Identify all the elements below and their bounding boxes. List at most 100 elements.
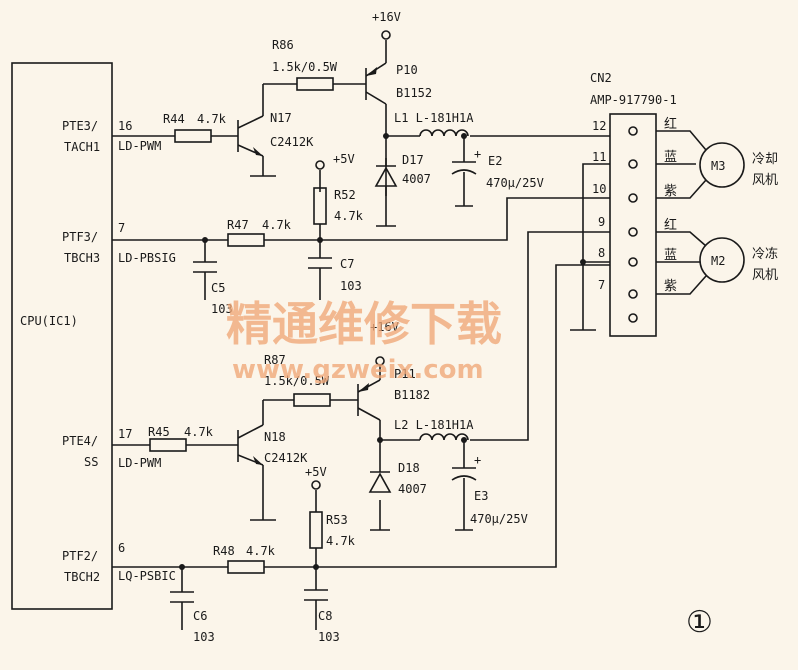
pin-signal-1: LD-PWM	[118, 139, 161, 153]
r45-resistor	[149, 438, 187, 452]
c5-capacitor	[193, 261, 217, 273]
r47-ref: R47	[227, 218, 249, 232]
pin-number-6: 6	[118, 541, 125, 555]
r87-value: 1.5k/0.5W	[264, 374, 330, 388]
c7-value: 103	[340, 279, 362, 293]
r86-value: 1.5k/0.5W	[272, 60, 338, 74]
v16-label-1: +16V	[372, 10, 401, 24]
e3-plus: +	[474, 453, 481, 467]
m2-name-2: 风机	[752, 268, 778, 283]
motor-leads	[656, 130, 707, 295]
c8-ref: C8	[318, 609, 332, 623]
cn2-pin-9: 9	[598, 215, 605, 229]
wire-color-11: 蓝	[664, 150, 677, 165]
l2-label: L2 L-181H1A	[394, 418, 474, 432]
wire-color-8: 蓝	[664, 248, 677, 263]
pin-signal-4: LQ-PSBIC	[118, 569, 176, 583]
m2-name-1: 冷冻	[752, 246, 778, 262]
c8-capacitor	[304, 589, 328, 601]
e2-ref: E2	[488, 154, 502, 168]
c5-ref: C5	[211, 281, 225, 295]
n18-part: C2412K	[264, 451, 308, 465]
m2-ref: M2	[711, 254, 725, 268]
r47-value: 4.7k	[262, 218, 292, 232]
lower-driver-wiring	[112, 231, 610, 531]
pin-port-tbch3: TBCH3	[64, 251, 100, 265]
pin-port-ptf3: PTF3/	[62, 230, 98, 244]
common-bus-wiring	[570, 163, 610, 331]
l1-inductor	[419, 129, 469, 137]
d18-diode	[368, 462, 392, 493]
cn2-pin-7: 7	[598, 278, 605, 292]
m3-name-1: 冷却	[752, 152, 778, 167]
d17-part: 4007	[402, 172, 431, 186]
d17-ref: D17	[402, 153, 424, 167]
v16-terminal-2	[375, 356, 385, 366]
r48-value: 4.7k	[246, 544, 276, 558]
r48-ref: R48	[213, 544, 235, 558]
m3-ref: M3	[711, 159, 725, 173]
p11-transistor	[357, 379, 381, 421]
r48-resistor	[227, 560, 265, 574]
pin-port-tbch2: TBCH2	[64, 570, 100, 584]
pin-signal-3: LD-PWM	[118, 456, 161, 470]
cn2-pin-8: 8	[598, 246, 605, 260]
watermark-title: 精通维修下载	[226, 297, 502, 351]
n17-ref: N17	[270, 111, 292, 125]
cpu-block	[11, 62, 113, 610]
d18-part: 4007	[398, 482, 427, 496]
cn2-ref: CN2	[590, 71, 612, 85]
pin-number-7: 7	[118, 221, 125, 235]
pin-number-16: 16	[118, 119, 132, 133]
r45-value: 4.7k	[184, 425, 214, 439]
wire-color-7: 紫	[664, 279, 677, 294]
r47-resistor	[227, 233, 265, 247]
n18-transistor	[237, 424, 264, 466]
e2-capacitor	[451, 161, 477, 175]
n17-transistor	[237, 115, 264, 157]
pin-port-pte4: PTE4/	[62, 434, 98, 448]
cn2-pin-holes	[628, 126, 638, 323]
r86-resistor	[296, 77, 334, 91]
e3-ref: E3	[474, 489, 488, 503]
c6-capacitor	[170, 591, 194, 603]
e2-value: 470μ/25V	[486, 176, 544, 190]
n18-ref: N18	[264, 430, 286, 444]
pin-signal-2: LD-PBSIG	[118, 251, 176, 265]
d18-ref: D18	[398, 461, 420, 475]
wire-color-9: 红	[664, 217, 677, 233]
v16-terminal-1	[381, 30, 391, 40]
v5-terminal-2	[311, 480, 321, 490]
wire-color-10: 紫	[664, 184, 677, 199]
v5-label-2: +5V	[305, 465, 327, 479]
cn2-pin-10: 10	[592, 182, 606, 196]
r45-ref: R45	[148, 425, 170, 439]
ptf3-wiring	[112, 170, 610, 300]
l2-inductor	[419, 433, 469, 441]
cn2-body	[609, 113, 657, 337]
v5-label-1: +5V	[333, 152, 355, 166]
p11-part: B1182	[394, 388, 430, 402]
c6-ref: C6	[193, 609, 207, 623]
n17-part: C2412K	[270, 135, 314, 149]
r87-ref: R87	[264, 353, 286, 367]
pin-port-ss: SS	[84, 455, 98, 469]
c5-value: 103	[211, 302, 233, 316]
p10-ref: P10	[396, 63, 418, 77]
r44-resistor	[174, 129, 212, 143]
r53-value: 4.7k	[326, 534, 356, 548]
p10-part: B1152	[396, 86, 432, 100]
pin-port-tach1: TACH1	[64, 140, 100, 154]
r86-ref: R86	[272, 38, 294, 52]
v5-terminal-1	[315, 160, 325, 170]
cn2-pin-11: 11	[592, 150, 606, 164]
e3-value: 470μ/25V	[470, 512, 528, 526]
p10-transistor	[365, 62, 387, 105]
r52-value: 4.7k	[334, 209, 364, 223]
r44-value: 4.7k	[197, 112, 227, 126]
r53-resistor	[309, 511, 323, 549]
figure-number: ①	[686, 605, 713, 640]
r44-ref: R44	[163, 112, 185, 126]
m3-motor	[699, 142, 745, 188]
m3-name-2: 风机	[752, 173, 778, 188]
